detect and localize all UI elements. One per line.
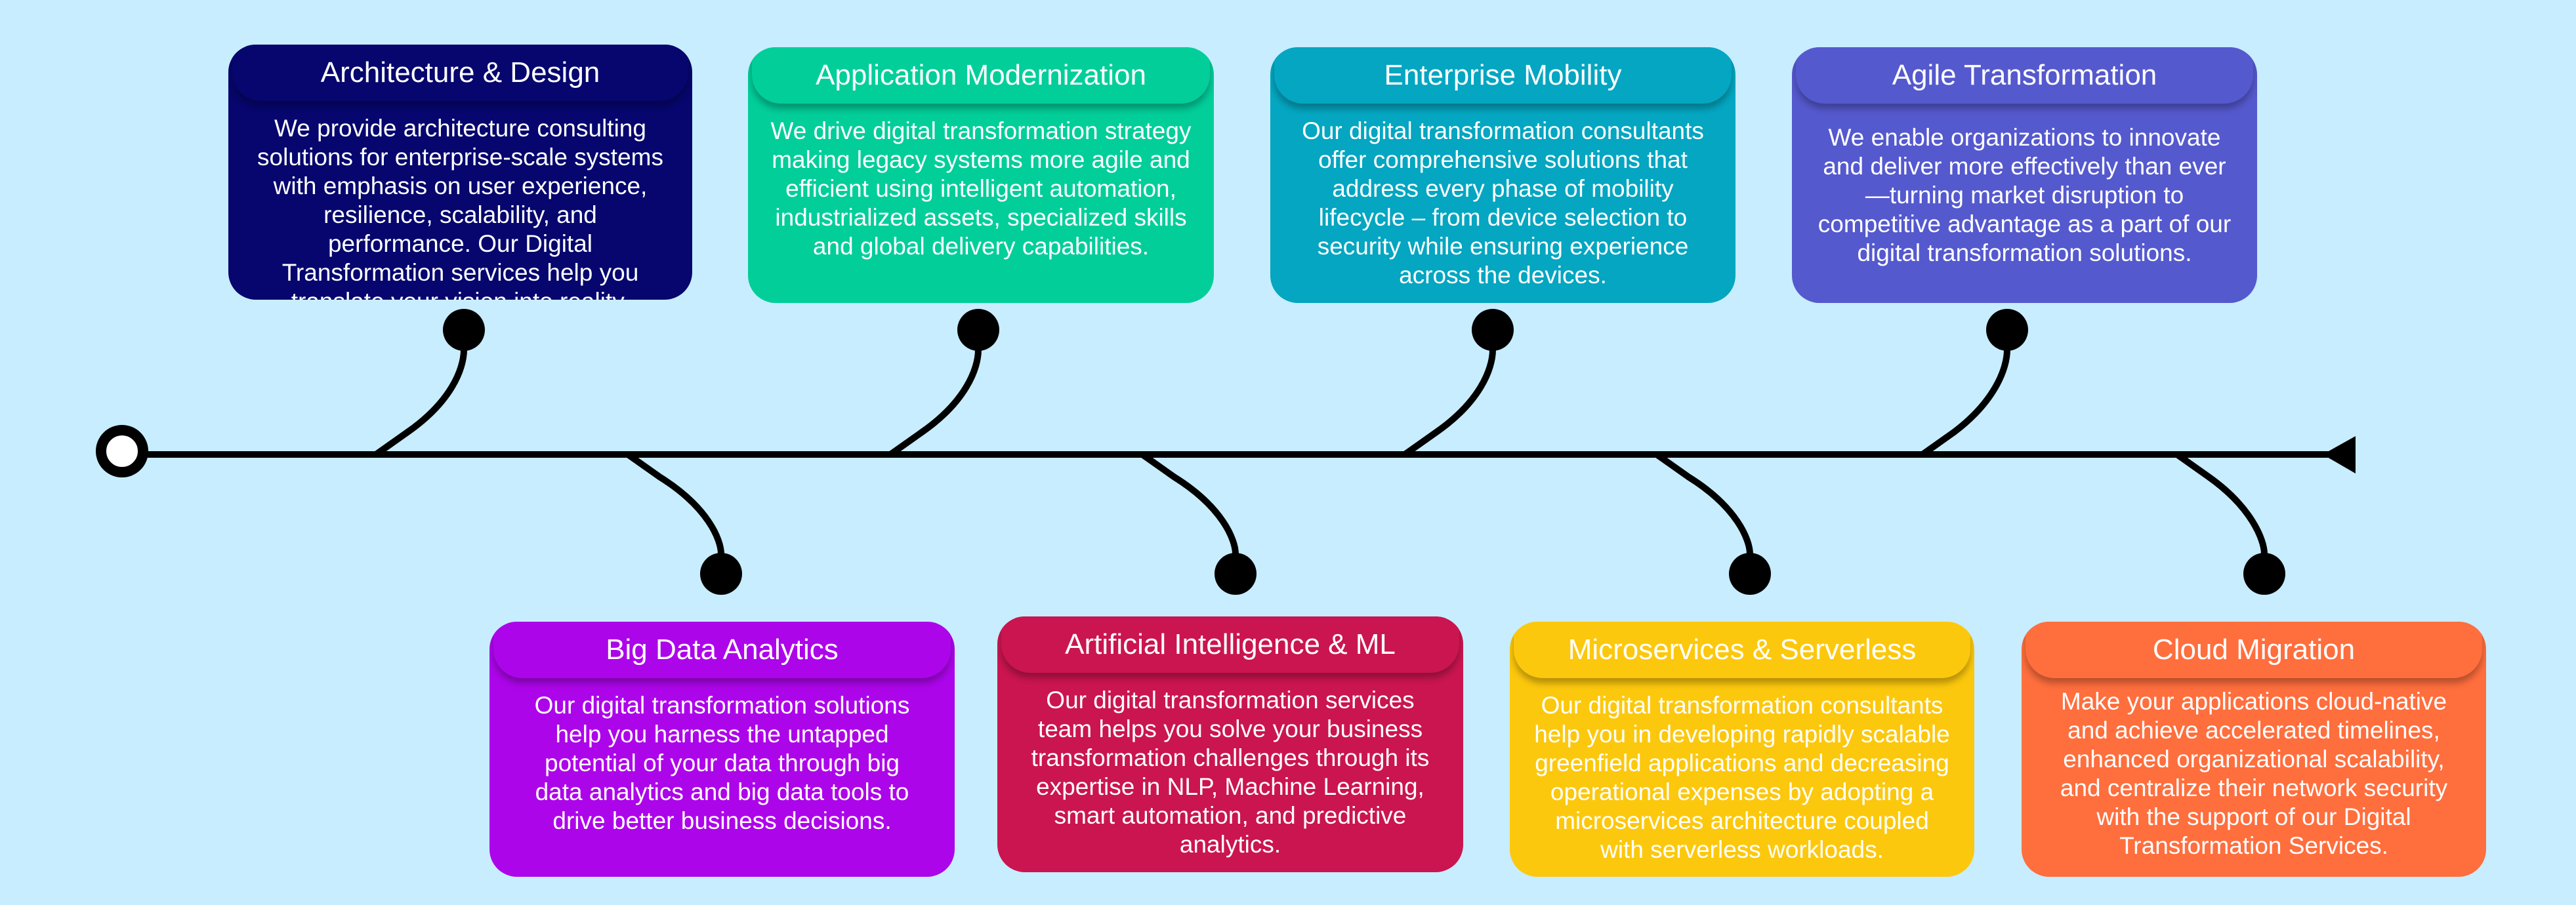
bottom-milestone-dot-2 <box>1729 553 1771 595</box>
card-title: Cloud Migration <box>2152 634 2356 666</box>
card-title: Artificial Intelligence & ML <box>1065 628 1396 660</box>
card-header: Microservices & Serverless <box>1514 622 1970 678</box>
card-enterprise-mobility: Enterprise Mobility Our digital transfor… <box>1270 47 1735 303</box>
bottom-connector-3 <box>2175 451 2268 555</box>
bottom-connector-2 <box>1655 451 1753 555</box>
card-header: Artificial Intelligence & ML <box>1001 616 1459 673</box>
top-connector-3 <box>1921 349 2010 458</box>
top-milestone-dot-1 <box>957 309 999 351</box>
card-architecture-design: Architecture & Design We provide archite… <box>228 45 692 300</box>
card-description: Make your applications cloud-native and … <box>2060 688 2448 859</box>
card-title: Agile Transformation <box>1892 59 2157 91</box>
top-connector-1 <box>888 349 982 458</box>
card-title: Microservices & Serverless <box>1568 634 1917 666</box>
card-header: Agile Transformation <box>1796 47 2253 104</box>
card-application-modernization: Application Modernization We drive digit… <box>748 47 1214 303</box>
card-title: Application Modernization <box>816 59 1146 91</box>
card-header: Cloud Migration <box>2025 622 2482 678</box>
top-milestone-dot-3 <box>1986 309 2028 351</box>
bottom-milestone-dot-3 <box>2243 553 2285 595</box>
card-title: Enterprise Mobility <box>1384 59 1622 91</box>
bottom-connector-1 <box>1140 451 1239 555</box>
card-header: Application Modernization <box>752 47 1210 104</box>
bottom-milestone-dot-1 <box>1215 553 1257 595</box>
card-header: Big Data Analytics <box>493 622 951 678</box>
card-description: Our digital transformation solutions hel… <box>534 692 910 834</box>
card-agile-transformation: Agile Transformation We enable organizat… <box>1792 47 2257 303</box>
top-connector-0 <box>374 349 467 458</box>
card-microservices-serverless: Microservices & Serverless Our digital t… <box>1510 622 1974 877</box>
bottom-connector-0 <box>626 451 724 555</box>
card-artificial-intelligence-ml: Artificial Intelligence & ML Our digital… <box>997 616 1463 872</box>
card-title: Big Data Analytics <box>606 634 839 666</box>
bottom-milestone-dot-0 <box>700 553 742 595</box>
card-description: Our digital transformation consultants h… <box>1534 692 1950 863</box>
timeline-start-marker <box>96 425 148 477</box>
card-header: Architecture & Design <box>232 45 688 101</box>
card-big-data-analytics: Big Data Analytics Our digital transform… <box>489 622 955 877</box>
card-header: Enterprise Mobility <box>1274 47 1732 104</box>
card-description: Our digital transformation consultants o… <box>1302 117 1704 289</box>
card-title: Architecture & Design <box>320 56 600 89</box>
card-description: Our digital transformation services team… <box>1031 687 1430 858</box>
card-description: We enable organizations to innovate and … <box>1818 124 2232 266</box>
top-connector-2 <box>1403 349 1496 458</box>
card-description: We provide architecture consulting solut… <box>257 115 663 300</box>
card-description: We drive digital transformation strategy… <box>770 117 1192 260</box>
top-milestone-dot-2 <box>1472 309 1514 351</box>
card-cloud-migration: Cloud Migration Make your applications c… <box>2022 622 2486 877</box>
top-milestone-dot-0 <box>443 309 485 351</box>
timeline-end-arrowhead <box>2323 436 2356 473</box>
